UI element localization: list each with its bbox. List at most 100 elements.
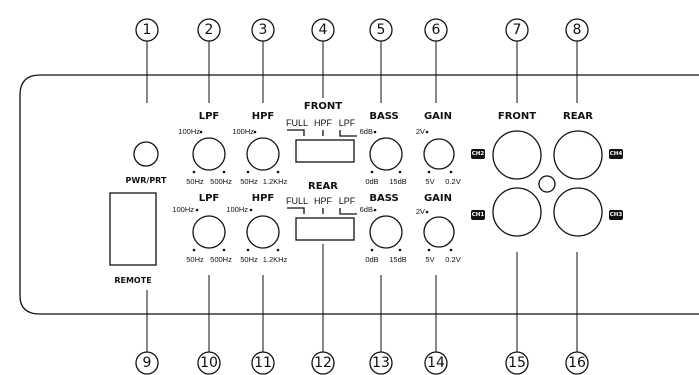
panel-outline bbox=[19, 74, 699, 315]
svg-text:CH2: CH2 bbox=[472, 151, 485, 157]
svg-text:12: 12 bbox=[314, 355, 332, 371]
callout-11: 11 bbox=[251, 275, 275, 375]
hpf-front-knob[interactable] bbox=[246, 137, 280, 171]
ch2-tag: CH2 bbox=[471, 149, 485, 159]
bass-front-top-mark: 6dB bbox=[360, 127, 373, 136]
lpf-front-label: LPF bbox=[199, 111, 220, 122]
gain-front-min-label: 5V bbox=[425, 177, 434, 186]
callout-1: 1 bbox=[135, 18, 159, 103]
gain-front-knob[interactable] bbox=[423, 138, 455, 170]
svg-text:13: 13 bbox=[372, 355, 390, 371]
gain-rear-label: GAIN bbox=[424, 193, 452, 204]
callout-8: 8 bbox=[565, 18, 589, 103]
callout-2: 2 bbox=[197, 18, 221, 103]
hpf-front-top-mark: 100Hz bbox=[232, 127, 254, 136]
svg-text:9: 9 bbox=[143, 355, 152, 371]
rear-rca-label: REAR bbox=[563, 111, 593, 122]
svg-text:15: 15 bbox=[508, 355, 526, 371]
svg-text:7: 7 bbox=[513, 22, 522, 38]
svg-text:1: 1 bbox=[143, 22, 152, 38]
svg-text:2: 2 bbox=[205, 22, 214, 38]
callout-16: 16 bbox=[565, 252, 589, 375]
gain-front-top-mark: 2V bbox=[416, 127, 425, 136]
callout-6: 6 bbox=[424, 18, 448, 103]
hpf-front-label: HPF bbox=[252, 111, 275, 122]
front-selector-label: FRONT bbox=[304, 101, 342, 112]
hpf-rear-min-label: 50Hz bbox=[240, 255, 258, 264]
svg-text:CH1: CH1 bbox=[472, 212, 485, 218]
bass-front-label: BASS bbox=[369, 111, 398, 122]
remote-label: REMOTE bbox=[114, 276, 151, 285]
remote-port[interactable] bbox=[109, 192, 157, 266]
front-sel-full: FULL bbox=[286, 118, 308, 128]
callout-15: 15 bbox=[505, 252, 529, 375]
front-sel-hpf: HPF bbox=[314, 118, 333, 128]
hpf-front-min-label: 50Hz bbox=[240, 177, 258, 186]
svg-text:8: 8 bbox=[573, 22, 582, 38]
rca-jack-ch3[interactable] bbox=[553, 187, 603, 237]
callout-3: 3 bbox=[251, 18, 275, 103]
rear-sel-hpf: HPF bbox=[314, 196, 333, 206]
gain-rear-max-label: 0.2V bbox=[445, 255, 460, 264]
front-rca-label: FRONT bbox=[498, 111, 536, 122]
hpf-front-max-label: 1.2KHz bbox=[263, 177, 288, 186]
bass-front-knob[interactable] bbox=[369, 137, 403, 171]
lpf-front-top-mark: 100Hz bbox=[178, 127, 200, 136]
lpf-front-knob[interactable] bbox=[192, 137, 226, 171]
bass-rear-min-label: 0dB bbox=[365, 255, 378, 264]
svg-text:3: 3 bbox=[259, 22, 268, 38]
lpf-rear-top-mark: 100Hz bbox=[172, 205, 194, 214]
bass-rear-top-mark: 6dB bbox=[360, 205, 373, 214]
svg-text:CH3: CH3 bbox=[610, 212, 623, 218]
bass-front-min-label: 0dB bbox=[365, 177, 378, 186]
bass-rear-label: BASS bbox=[369, 193, 398, 204]
svg-text:11: 11 bbox=[254, 355, 272, 371]
bass-rear-knob[interactable] bbox=[369, 215, 403, 249]
rear-crossover-switch[interactable] bbox=[295, 217, 355, 241]
svg-text:10: 10 bbox=[200, 355, 218, 371]
rca-jack-ch4[interactable] bbox=[553, 130, 603, 180]
hpf-rear-max-label: 1.2KHz bbox=[263, 255, 288, 264]
front-crossover-switch[interactable] bbox=[295, 139, 355, 163]
svg-text:6: 6 bbox=[432, 22, 441, 38]
lpf-front-min-label: 50Hz bbox=[186, 177, 204, 186]
power-led bbox=[133, 141, 159, 167]
callout-12: 12 bbox=[311, 244, 335, 375]
svg-text:16: 16 bbox=[568, 355, 586, 371]
bass-front-max-label: 15dB bbox=[389, 177, 407, 186]
rca-jack-ch1[interactable] bbox=[492, 187, 542, 237]
ch1-tag: CH1 bbox=[471, 210, 485, 220]
lpf-rear-knob[interactable] bbox=[192, 215, 226, 249]
lpf-rear-label: LPF bbox=[199, 193, 220, 204]
rear-sel-full: FULL bbox=[286, 196, 308, 206]
lpf-front-max-label: 500Hz bbox=[210, 177, 232, 186]
callout-14: 14 bbox=[424, 275, 448, 375]
pwr-prt-label: PWR/PRT bbox=[126, 176, 167, 185]
hpf-rear-knob[interactable] bbox=[246, 215, 280, 249]
lpf-rear-min-label: 50Hz bbox=[186, 255, 204, 264]
gain-front-label: GAIN bbox=[424, 111, 452, 122]
hpf-rear-label: HPF bbox=[252, 193, 275, 204]
callout-5: 5 bbox=[369, 18, 393, 103]
ch3-tag: CH3 bbox=[609, 210, 623, 220]
front-sel-lpf: LPF bbox=[339, 118, 356, 128]
svg-text:CH4: CH4 bbox=[610, 151, 623, 157]
callout-10: 10 bbox=[197, 275, 221, 375]
gain-rear-knob[interactable] bbox=[423, 216, 455, 248]
rear-selector-label: REAR bbox=[308, 181, 338, 192]
lpf-rear-max-label: 500Hz bbox=[210, 255, 232, 264]
callout-4: 4 bbox=[311, 18, 335, 98]
gain-rear-min-label: 5V bbox=[425, 255, 434, 264]
hpf-rear-top-mark: 100Hz bbox=[226, 205, 248, 214]
callout-7: 7 bbox=[505, 18, 529, 103]
center-ground-hole bbox=[538, 175, 556, 193]
bass-rear-max-label: 15dB bbox=[389, 255, 407, 264]
ch4-tag: CH4 bbox=[609, 149, 623, 159]
callout-9: 9 bbox=[135, 290, 159, 375]
gain-rear-top-mark: 2V bbox=[416, 207, 425, 216]
gain-front-max-label: 0.2V bbox=[445, 177, 460, 186]
rca-jack-ch2[interactable] bbox=[492, 130, 542, 180]
svg-text:5: 5 bbox=[377, 22, 386, 38]
